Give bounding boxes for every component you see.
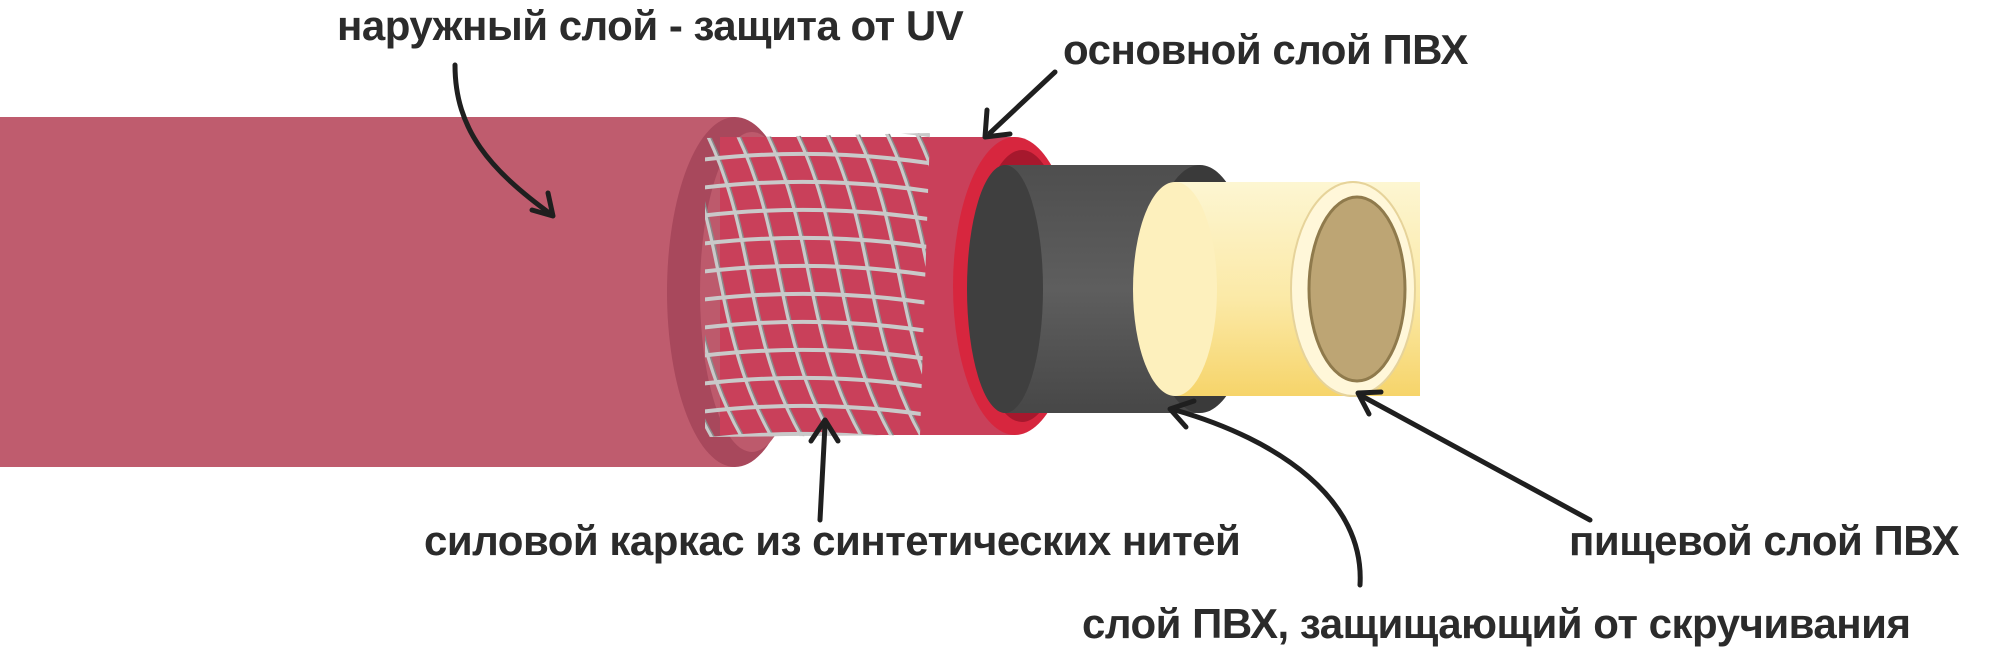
callout-arrows xyxy=(452,62,1593,588)
arrow-food-layer xyxy=(1357,392,1593,523)
arrow-anti-twist-head xyxy=(1167,398,1197,430)
mesh-thread xyxy=(705,179,930,194)
label-anti-twist-layer: слой ПВХ, защищающий от скручивания xyxy=(1082,600,1910,647)
mesh-thread-shade xyxy=(821,133,930,437)
hose-bore xyxy=(1307,195,1407,383)
label-food-layer: пищевой слой ПВХ xyxy=(1569,517,1959,564)
mesh-thread xyxy=(848,133,930,437)
mesh-thread xyxy=(705,263,930,278)
mesh-thread xyxy=(705,347,930,362)
arrow-main-layer-head xyxy=(982,107,1013,140)
food-pvc-layer xyxy=(1133,181,1420,397)
mesh-thread xyxy=(705,403,930,418)
arrow-outer-layer-head xyxy=(529,190,556,219)
mesh-thread xyxy=(705,207,930,222)
outer-jacket-body xyxy=(0,117,735,467)
outer-jacket-layer xyxy=(0,117,804,467)
mesh-thread xyxy=(878,133,930,437)
reinforcement-mesh xyxy=(705,133,930,437)
label-frame: силовой каркас из синтетических нитей xyxy=(424,517,1240,564)
arrow-food-layer-head xyxy=(1355,389,1384,417)
mesh-thread xyxy=(705,151,930,166)
mesh-thread-shade xyxy=(851,133,930,437)
mesh-thread xyxy=(705,319,930,334)
mesh-thread-shade xyxy=(705,133,753,437)
arrow-frame-head xyxy=(808,417,841,444)
mesh-thread-shade xyxy=(791,133,903,437)
food-pvc-left-edge xyxy=(1133,182,1217,396)
mesh-thread xyxy=(705,133,752,437)
arrow-anti-twist xyxy=(1172,407,1363,588)
mesh-thread xyxy=(705,235,930,250)
mesh-thread xyxy=(788,133,902,437)
mesh-thread xyxy=(705,291,930,306)
arrow-frame xyxy=(817,422,828,523)
mesh-thread xyxy=(818,133,930,437)
label-outer-layer: наружный слой - защита от UV xyxy=(337,2,964,49)
mesh-thread xyxy=(705,375,930,390)
label-main-layer: основной слой ПВХ xyxy=(1063,26,1468,73)
anti-twist-left-edge xyxy=(967,165,1043,413)
arrow-outer-layer xyxy=(452,62,555,218)
mesh-thread-shade xyxy=(881,133,930,437)
arrow-main-layer xyxy=(987,69,1058,136)
